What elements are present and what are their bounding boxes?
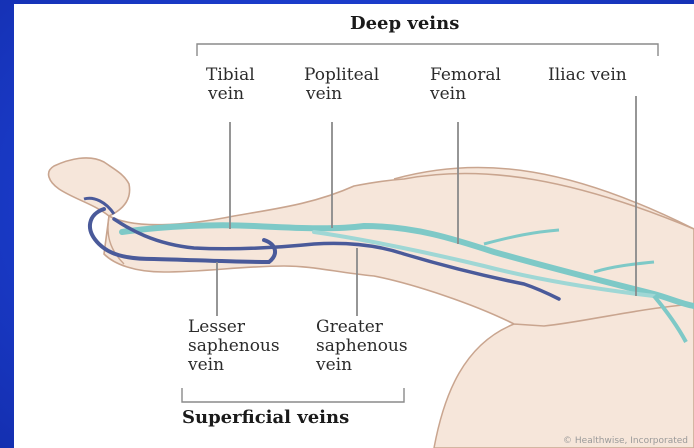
deep-veins-header: Deep veins [350,14,459,33]
lesser-saphenous-vein-label: Lesser saphenous vein [188,318,280,375]
femoral-label-line1: Femoral [430,66,501,85]
greater-label-line2: saphenous [316,337,408,356]
superficial-veins-header: Superficial veins [182,408,349,427]
lesser-label-line1: Lesser [188,318,280,337]
diagram-panel: Deep veins Tibial vein Popliteal vein Fe… [14,4,694,448]
tibial-label-line2: vein [206,85,255,104]
superficial-veins-bracket [182,388,404,402]
popliteal-label-line1: Popliteal [304,66,379,85]
popliteal-vein-label: Popliteal vein [304,66,379,104]
popliteal-label-line2: vein [304,85,379,104]
femoral-label-line2: vein [430,85,501,104]
foot-outline [49,158,130,216]
greater-saphenous-vein-label: Greater saphenous vein [316,318,408,375]
greater-label-line1: Greater [316,318,408,337]
iliac-label-line1: Iliac vein [548,66,627,85]
deep-veins-bracket [197,44,658,56]
leg-outline [104,173,694,326]
greater-label-line3: vein [316,356,408,375]
lesser-label-line3: vein [188,356,280,375]
femoral-vein-label: Femoral vein [430,66,501,104]
tibial-label-line1: Tibial [206,66,255,85]
iliac-vein-label: Iliac vein [548,66,627,85]
lesser-label-line2: saphenous [188,337,280,356]
image-credit: © Healthwise, Incorporated [563,436,688,446]
tibial-vein-label: Tibial vein [206,66,255,104]
